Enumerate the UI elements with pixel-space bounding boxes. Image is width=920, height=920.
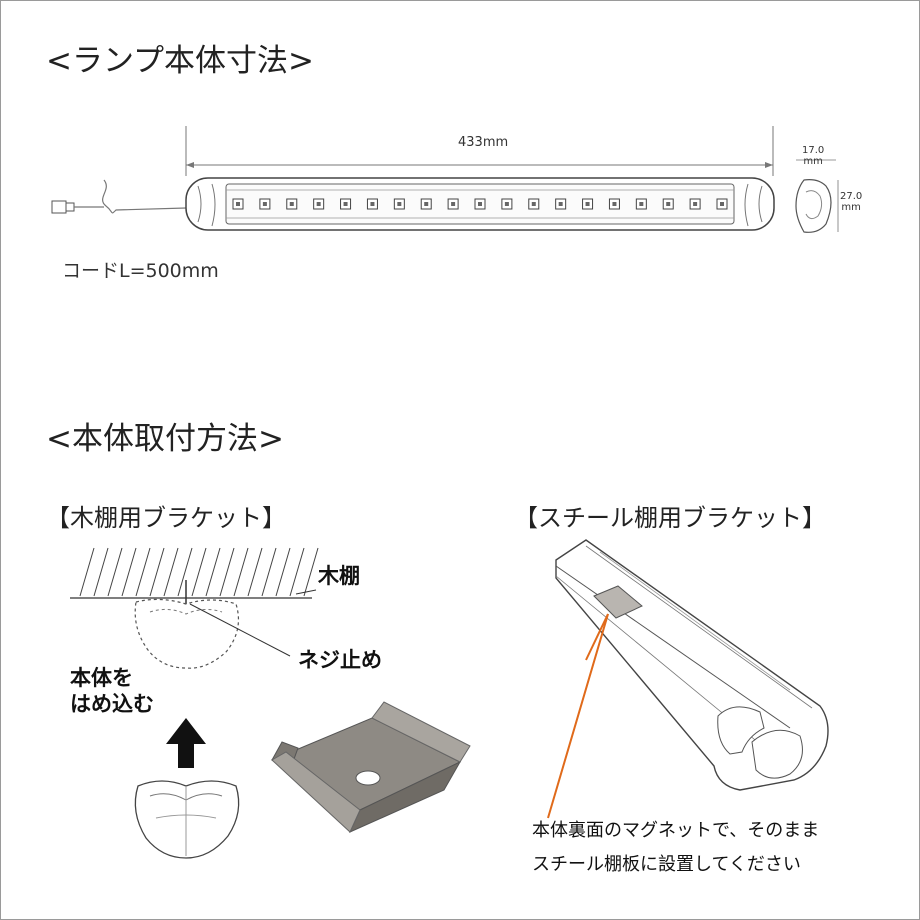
- led-core: [639, 202, 644, 206]
- bracket-ghost: [134, 598, 239, 669]
- hatch-line: [275, 547, 291, 597]
- cord-length-label: コードL=500mm: [62, 260, 219, 282]
- shelf-hatching: [79, 547, 319, 597]
- led-core: [236, 202, 240, 206]
- section-title-mounting: <本体取付方法>: [46, 421, 284, 457]
- hatch-line: [303, 547, 319, 597]
- wood-bracket-title: 【木棚用ブラケット】: [46, 504, 286, 532]
- led-core: [478, 202, 482, 206]
- led-core: [316, 202, 321, 206]
- lamp-profile: [795, 179, 832, 233]
- screw-leader: [189, 603, 291, 657]
- led-row: [232, 198, 728, 210]
- led-core: [504, 202, 509, 206]
- led-core: [531, 202, 536, 206]
- plug-body: [51, 200, 67, 214]
- led-core: [585, 202, 590, 206]
- led-core: [343, 202, 348, 206]
- hatch-line: [121, 547, 137, 597]
- hatch-line: [233, 547, 249, 597]
- hatch-line: [107, 547, 123, 597]
- hatch-line: [247, 547, 263, 597]
- width-dimension: 17.0 mm: [802, 145, 825, 167]
- hatch-line: [205, 547, 221, 597]
- hatch-line: [177, 547, 193, 597]
- arrow-up-icon: [166, 718, 206, 768]
- steel-bracket-title: 【スチール棚用ブラケット】: [514, 504, 826, 532]
- wood-shelf-label: 木棚: [318, 564, 360, 588]
- hatch-line: [191, 547, 207, 597]
- hatch-line: [149, 547, 165, 597]
- hatch-line: [135, 547, 151, 597]
- dim-arrow-left: [186, 162, 194, 168]
- led-core: [451, 202, 456, 206]
- led-core: [397, 202, 402, 206]
- hatch-line: [163, 547, 179, 597]
- metal-clip-bracket: [270, 701, 471, 833]
- magnet-leader: [547, 613, 609, 819]
- height-dimension: 27.0 mm: [840, 191, 863, 213]
- lamp-profile-bottom: [134, 780, 240, 859]
- section-title-dimensions: <ランプ本体寸法>: [46, 43, 315, 79]
- led-core: [558, 202, 563, 206]
- insert-label: 本体を はめ込む: [70, 666, 154, 717]
- dim-arrow-right: [765, 162, 773, 168]
- steel-note-line2: スチール棚板に設置してください: [532, 854, 801, 875]
- hatch-line: [79, 547, 95, 597]
- hatch-line: [261, 547, 277, 597]
- steel-bracket-lamp: [555, 539, 829, 791]
- hatch-line: [289, 547, 305, 597]
- led-core: [262, 202, 267, 206]
- led-core: [424, 202, 429, 206]
- led-core: [666, 202, 671, 206]
- led-core: [612, 202, 617, 206]
- led-core: [720, 202, 724, 206]
- hatch-line: [93, 547, 109, 597]
- magnet: [593, 585, 643, 619]
- led-core: [289, 202, 294, 206]
- screw-label: ネジ止め: [298, 648, 382, 672]
- hatch-line: [219, 547, 235, 597]
- cord-line: [102, 179, 187, 214]
- length-dimension: 433mm: [458, 135, 509, 150]
- plug-tip: [65, 202, 75, 212]
- led-core: [693, 202, 698, 206]
- led-core: [370, 202, 375, 206]
- steel-note-line1: 本体裏面のマグネットで、そのまま: [532, 820, 820, 841]
